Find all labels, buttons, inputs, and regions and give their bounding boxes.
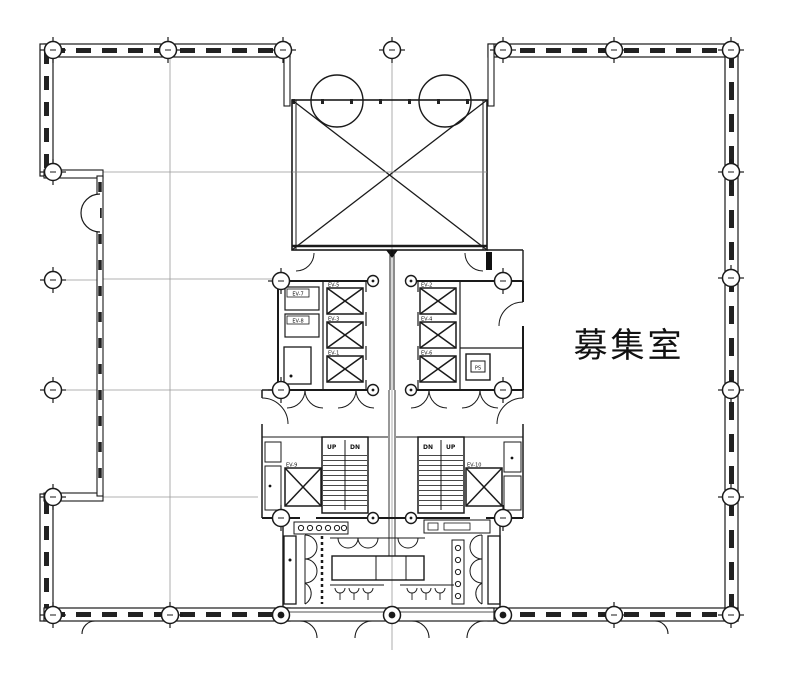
- sink-counter-left: [293, 521, 349, 535]
- core-upper: EV-7 EV-8 EV-5 EV-3 EV-1 EV-2: [277, 280, 524, 391]
- column-marker-small: [366, 383, 380, 397]
- column-marker: [267, 267, 295, 295]
- door-arc-core-right: [498, 301, 524, 327]
- column-marker: [717, 264, 745, 292]
- column-marker: [267, 504, 295, 532]
- door-arc-void-left: [295, 252, 315, 272]
- column-marker: [154, 36, 182, 64]
- service-shaft-left: EV-9: [284, 463, 322, 507]
- shaft-label: EV-5: [328, 283, 339, 289]
- door-arc-lobby-left: [261, 397, 289, 425]
- column-marker: [600, 601, 628, 629]
- door-arc-lobby-right: [496, 397, 524, 425]
- round-column-left: [310, 74, 364, 128]
- elevator-shaft-l1: EV-5: [326, 283, 364, 315]
- stair-left-up-label: UP: [327, 444, 337, 451]
- column-marker-small: [366, 511, 380, 525]
- column-marker: [489, 376, 517, 404]
- service-shaft-right: EV-10: [465, 463, 503, 507]
- duct-left: [283, 535, 297, 605]
- stair-right-up-label: UP: [446, 444, 456, 451]
- elevator-room-top-label: EV-7: [292, 292, 303, 298]
- shaft-label: EV-4: [421, 317, 432, 323]
- column-marker: [39, 376, 67, 404]
- center-fixture: [375, 555, 407, 581]
- column-marker-small: [404, 383, 418, 397]
- duct-rooms: [264, 441, 522, 511]
- elevator-shaft-r1: EV-2: [419, 283, 457, 315]
- shaft-label: EV-1: [328, 351, 339, 357]
- column-marker: [717, 601, 745, 629]
- column-marker-small: [366, 274, 380, 288]
- wall-jog-topright-block: [487, 43, 495, 107]
- shaft-label: EV-2: [421, 283, 432, 289]
- elevator-room-bottom-label: EV-8: [292, 319, 303, 325]
- elevator-shaft-l2: EV-3: [326, 317, 364, 349]
- stall-doors-top-center: [330, 537, 425, 549]
- stall-doors-right: [469, 534, 483, 605]
- column-marker: [382, 605, 402, 625]
- door-arc-void-right: [464, 252, 484, 272]
- direction-marker: [386, 250, 398, 258]
- core-entry-zone: [295, 249, 524, 281]
- elevator-shaft-r2: EV-4: [419, 317, 457, 349]
- column-marker: [489, 504, 517, 532]
- entrance-doors: [81, 620, 669, 639]
- stair-left: UP DN: [321, 436, 369, 514]
- column-marker: [600, 36, 628, 64]
- elevator-room-bottom: EV-8: [284, 313, 320, 338]
- door-arc-left-wall: [80, 193, 101, 233]
- column-marker-small: [404, 274, 418, 288]
- core-lower: UP DN DN UP EV-9 EV-10: [261, 389, 524, 519]
- pipe-shaft-label: PS: [475, 366, 481, 372]
- column-marker: [271, 605, 291, 625]
- column-marker: [269, 36, 297, 64]
- shaft-label: EV-3: [328, 317, 339, 323]
- shaft-label: EV-10: [467, 463, 481, 469]
- wall-band-right: [724, 43, 739, 622]
- pipe-shaft-box: PS: [465, 353, 491, 381]
- duct-right: [487, 535, 501, 605]
- urinal-row: [330, 584, 454, 600]
- closet: [283, 346, 312, 385]
- void-shaft: [291, 74, 488, 258]
- column-marker: [717, 36, 745, 64]
- column-marker: [156, 601, 184, 629]
- column-marker-small: [404, 511, 418, 525]
- restrooms: [282, 518, 501, 608]
- shaft-label: EV-6: [421, 351, 432, 357]
- stair-left-dn-label: DN: [350, 444, 360, 451]
- door-leaf: [486, 252, 492, 270]
- wall-left-inner: [80, 175, 104, 497]
- elevator-shaft-r3: EV-6: [419, 351, 457, 383]
- column-marker: [39, 266, 67, 294]
- elevator-shaft-l3: EV-1: [326, 351, 364, 383]
- sink-counter-right: [451, 539, 465, 605]
- vanity-counter: [331, 555, 425, 581]
- service-strip-right: [423, 519, 491, 534]
- closet-dot: [289, 374, 293, 378]
- elevator-room-top: EV-7: [284, 286, 320, 311]
- column-marker: [717, 483, 745, 511]
- column-marker: [717, 158, 745, 186]
- grid-lines: [40, 57, 487, 650]
- stair-right-dn-label: DN: [423, 444, 433, 451]
- column-marker: [378, 36, 406, 64]
- stair-right: DN UP: [417, 436, 465, 514]
- column-marker: [493, 605, 513, 625]
- round-column-right: [418, 74, 472, 128]
- wall-band-left-upper: [39, 43, 54, 177]
- column-marker: [267, 376, 295, 404]
- shaft-label: EV-9: [286, 463, 297, 469]
- room-label: 募集室: [574, 326, 685, 366]
- wall-band-left-lower: [39, 493, 54, 622]
- column-marker: [717, 376, 745, 404]
- column-marker: [489, 267, 517, 295]
- lobby-double-doors: [286, 389, 499, 409]
- stall-doors-left: [304, 534, 318, 605]
